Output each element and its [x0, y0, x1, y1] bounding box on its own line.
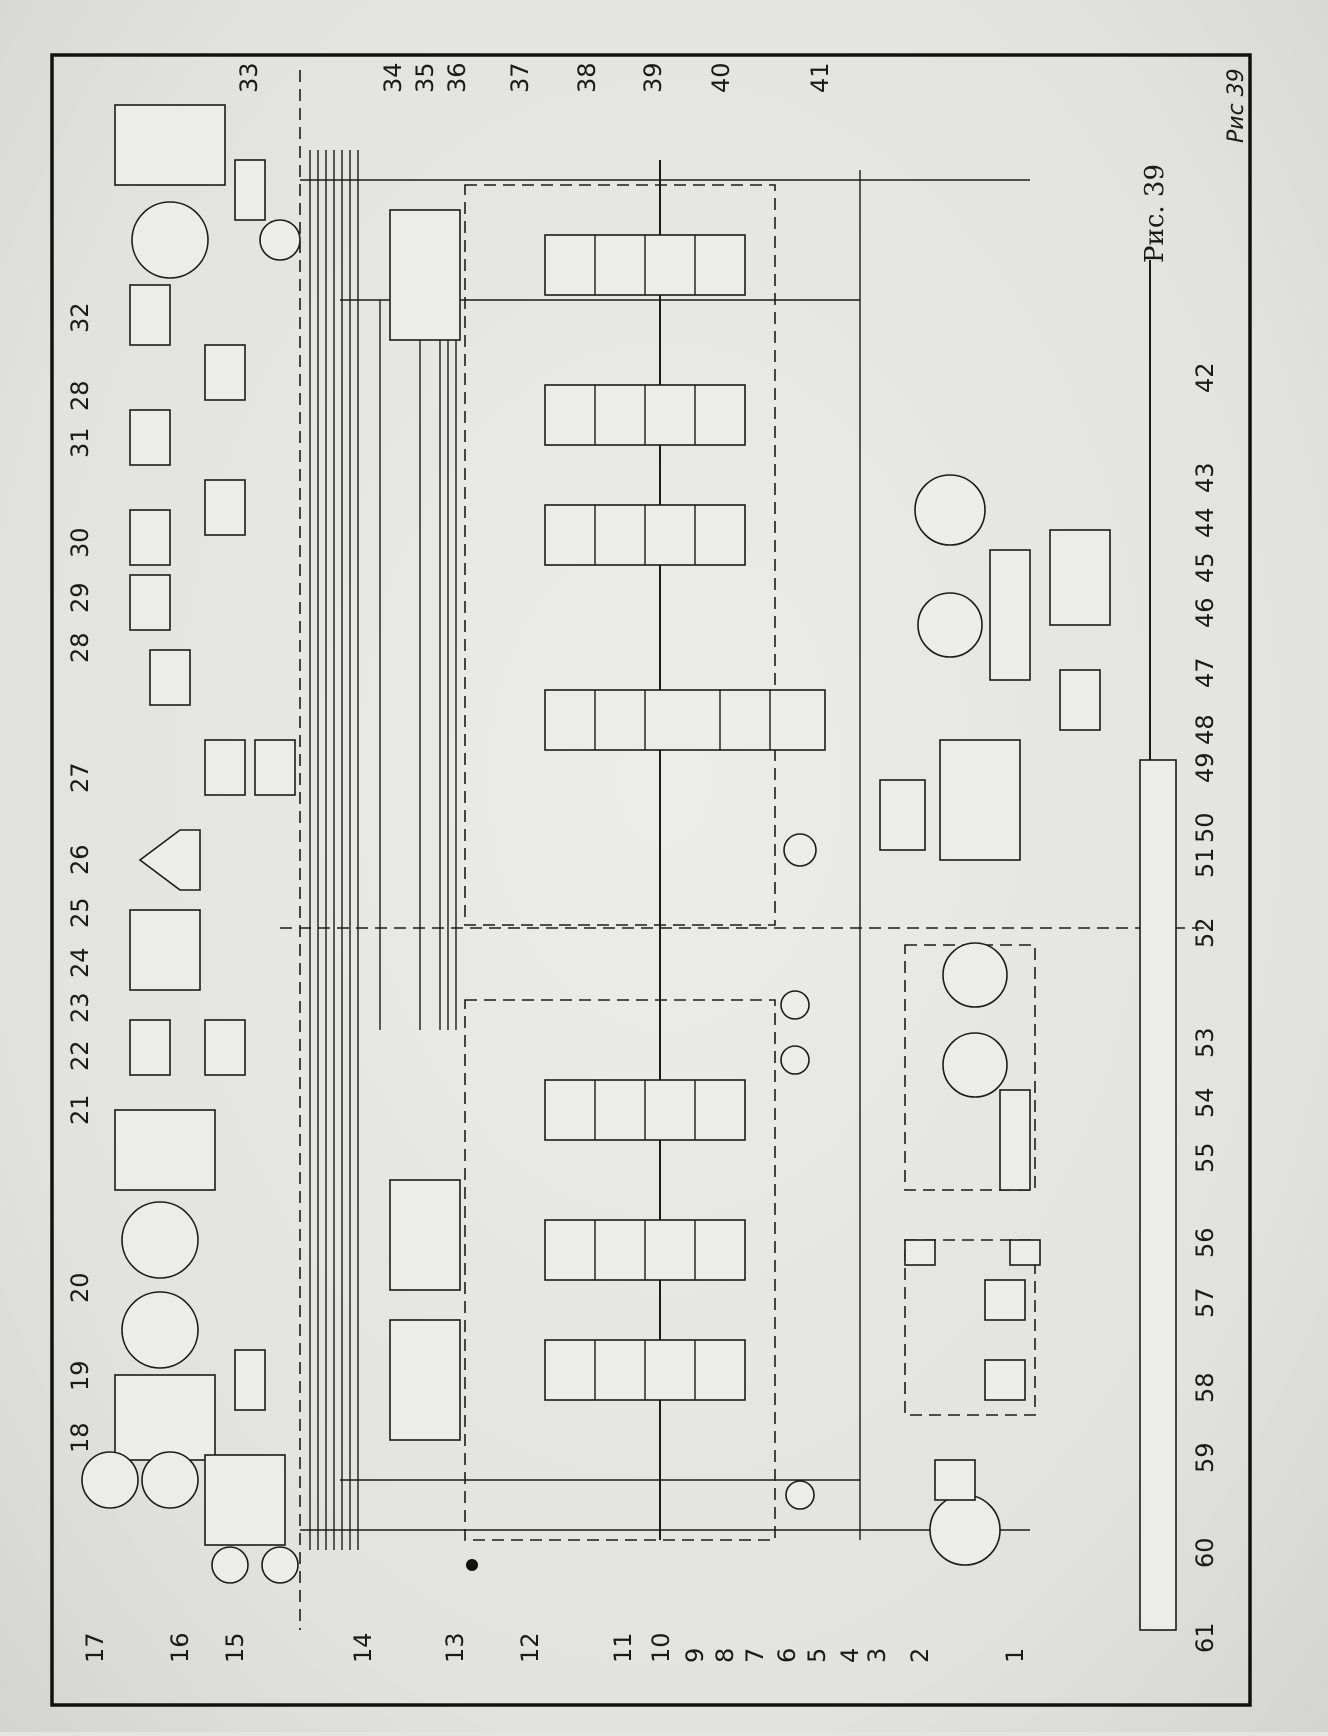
callout-54: 54 — [1191, 1087, 1219, 1118]
callout-56: 56 — [1191, 1227, 1219, 1258]
callout-34: 34 — [379, 62, 407, 93]
callout-7: 7 — [741, 1648, 769, 1663]
callout-55: 55 — [1191, 1142, 1219, 1173]
valve-block-lower — [464, 999, 776, 1541]
callout-57: 57 — [1191, 1287, 1219, 1318]
callout-53: 53 — [1191, 1027, 1219, 1058]
callout-21: 21 — [66, 1094, 94, 1125]
callout-10: 10 — [647, 1632, 675, 1663]
callout-13: 13 — [441, 1632, 469, 1663]
callout-32: 32 — [66, 302, 94, 333]
callout-12: 12 — [516, 1632, 544, 1663]
callout-17: 17 — [81, 1632, 109, 1663]
valve-block-upper — [389, 184, 776, 1441]
callout-58: 58 — [1191, 1372, 1219, 1403]
callout-37: 37 — [506, 62, 534, 93]
callout-44: 44 — [1191, 507, 1219, 538]
callout-11: 11 — [609, 1632, 637, 1663]
callout-41: 41 — [806, 62, 834, 93]
callout-16: 16 — [166, 1632, 194, 1663]
callout-31: 31 — [66, 427, 94, 458]
callout-39: 39 — [639, 62, 667, 93]
callout-4948: 49 48 — [1191, 714, 1219, 783]
callout-14: 14 — [349, 1632, 377, 1663]
callout-2: 2 — [906, 1648, 934, 1663]
callout-28a: 28 — [66, 380, 94, 411]
callout-1: 1 — [1001, 1648, 1029, 1663]
callout-4: 4 — [836, 1648, 864, 1663]
callout-25: 25 — [66, 897, 94, 928]
callouts-left: 32 28 31 30 29 28 27 26 25 24 23 22 21 2… — [66, 302, 94, 1453]
callout-9: 9 — [681, 1648, 709, 1663]
callout-26: 26 — [66, 844, 94, 875]
callout-20: 20 — [66, 1272, 94, 1303]
callout-5: 5 — [803, 1648, 831, 1663]
left-actuators — [81, 104, 301, 1584]
callout-61: 61 — [1191, 1622, 1219, 1653]
callout-29: 29 — [66, 582, 94, 613]
callout-60: 60 — [1191, 1537, 1219, 1568]
callout-46: 46 — [1191, 597, 1219, 628]
callout-50: 50 — [1191, 812, 1219, 843]
callouts-bottom: 17 16 15 14 13 12 11 10 9 8 7 6 5 4 3 2 … — [81, 1632, 1029, 1663]
callout-35: 35 — [411, 62, 439, 93]
callout-36: 36 — [443, 62, 471, 93]
callout-43: 43 — [1191, 462, 1219, 493]
right-components — [466, 474, 1111, 1571]
line-bundle — [309, 150, 457, 1550]
callout-19: 19 — [66, 1360, 94, 1391]
callouts-top: 33 34 35 36 37 38 39 40 41 — [235, 62, 834, 93]
callout-22: 22 — [66, 1040, 94, 1071]
callout-6: 6 — [773, 1648, 801, 1663]
callout-59: 59 — [1191, 1442, 1219, 1473]
callout-47: 47 — [1191, 657, 1219, 688]
callout-15: 15 — [221, 1632, 249, 1663]
callout-3: 3 — [863, 1648, 891, 1663]
callout-42: 42 — [1191, 362, 1219, 393]
callout-8: 8 — [711, 1648, 739, 1663]
callout-27: 27 — [66, 762, 94, 793]
callout-18: 18 — [66, 1422, 94, 1453]
callout-52: 52 — [1191, 917, 1219, 948]
callout-28b: 28 — [66, 632, 94, 663]
callout-38: 38 — [573, 62, 601, 93]
spool-valves — [544, 234, 826, 1401]
bus-lines — [300, 160, 1177, 1631]
callout-45: 45 — [1191, 552, 1219, 583]
callout-30: 30 — [66, 527, 94, 558]
callouts-right: 61 60 59 58 57 56 55 54 53 52 51 50 49 4… — [1191, 362, 1219, 1653]
figure-caption: Рис. 39 — [1140, 164, 1170, 263]
handwritten-note: Рис 39 — [1224, 68, 1249, 143]
callout-40: 40 — [707, 62, 735, 93]
callout-23: 23 — [66, 992, 94, 1023]
callout-24: 24 — [66, 947, 94, 978]
callout-33: 33 — [235, 62, 263, 93]
callout-51: 51 — [1191, 847, 1219, 878]
outer-frame — [50, 53, 1252, 1707]
